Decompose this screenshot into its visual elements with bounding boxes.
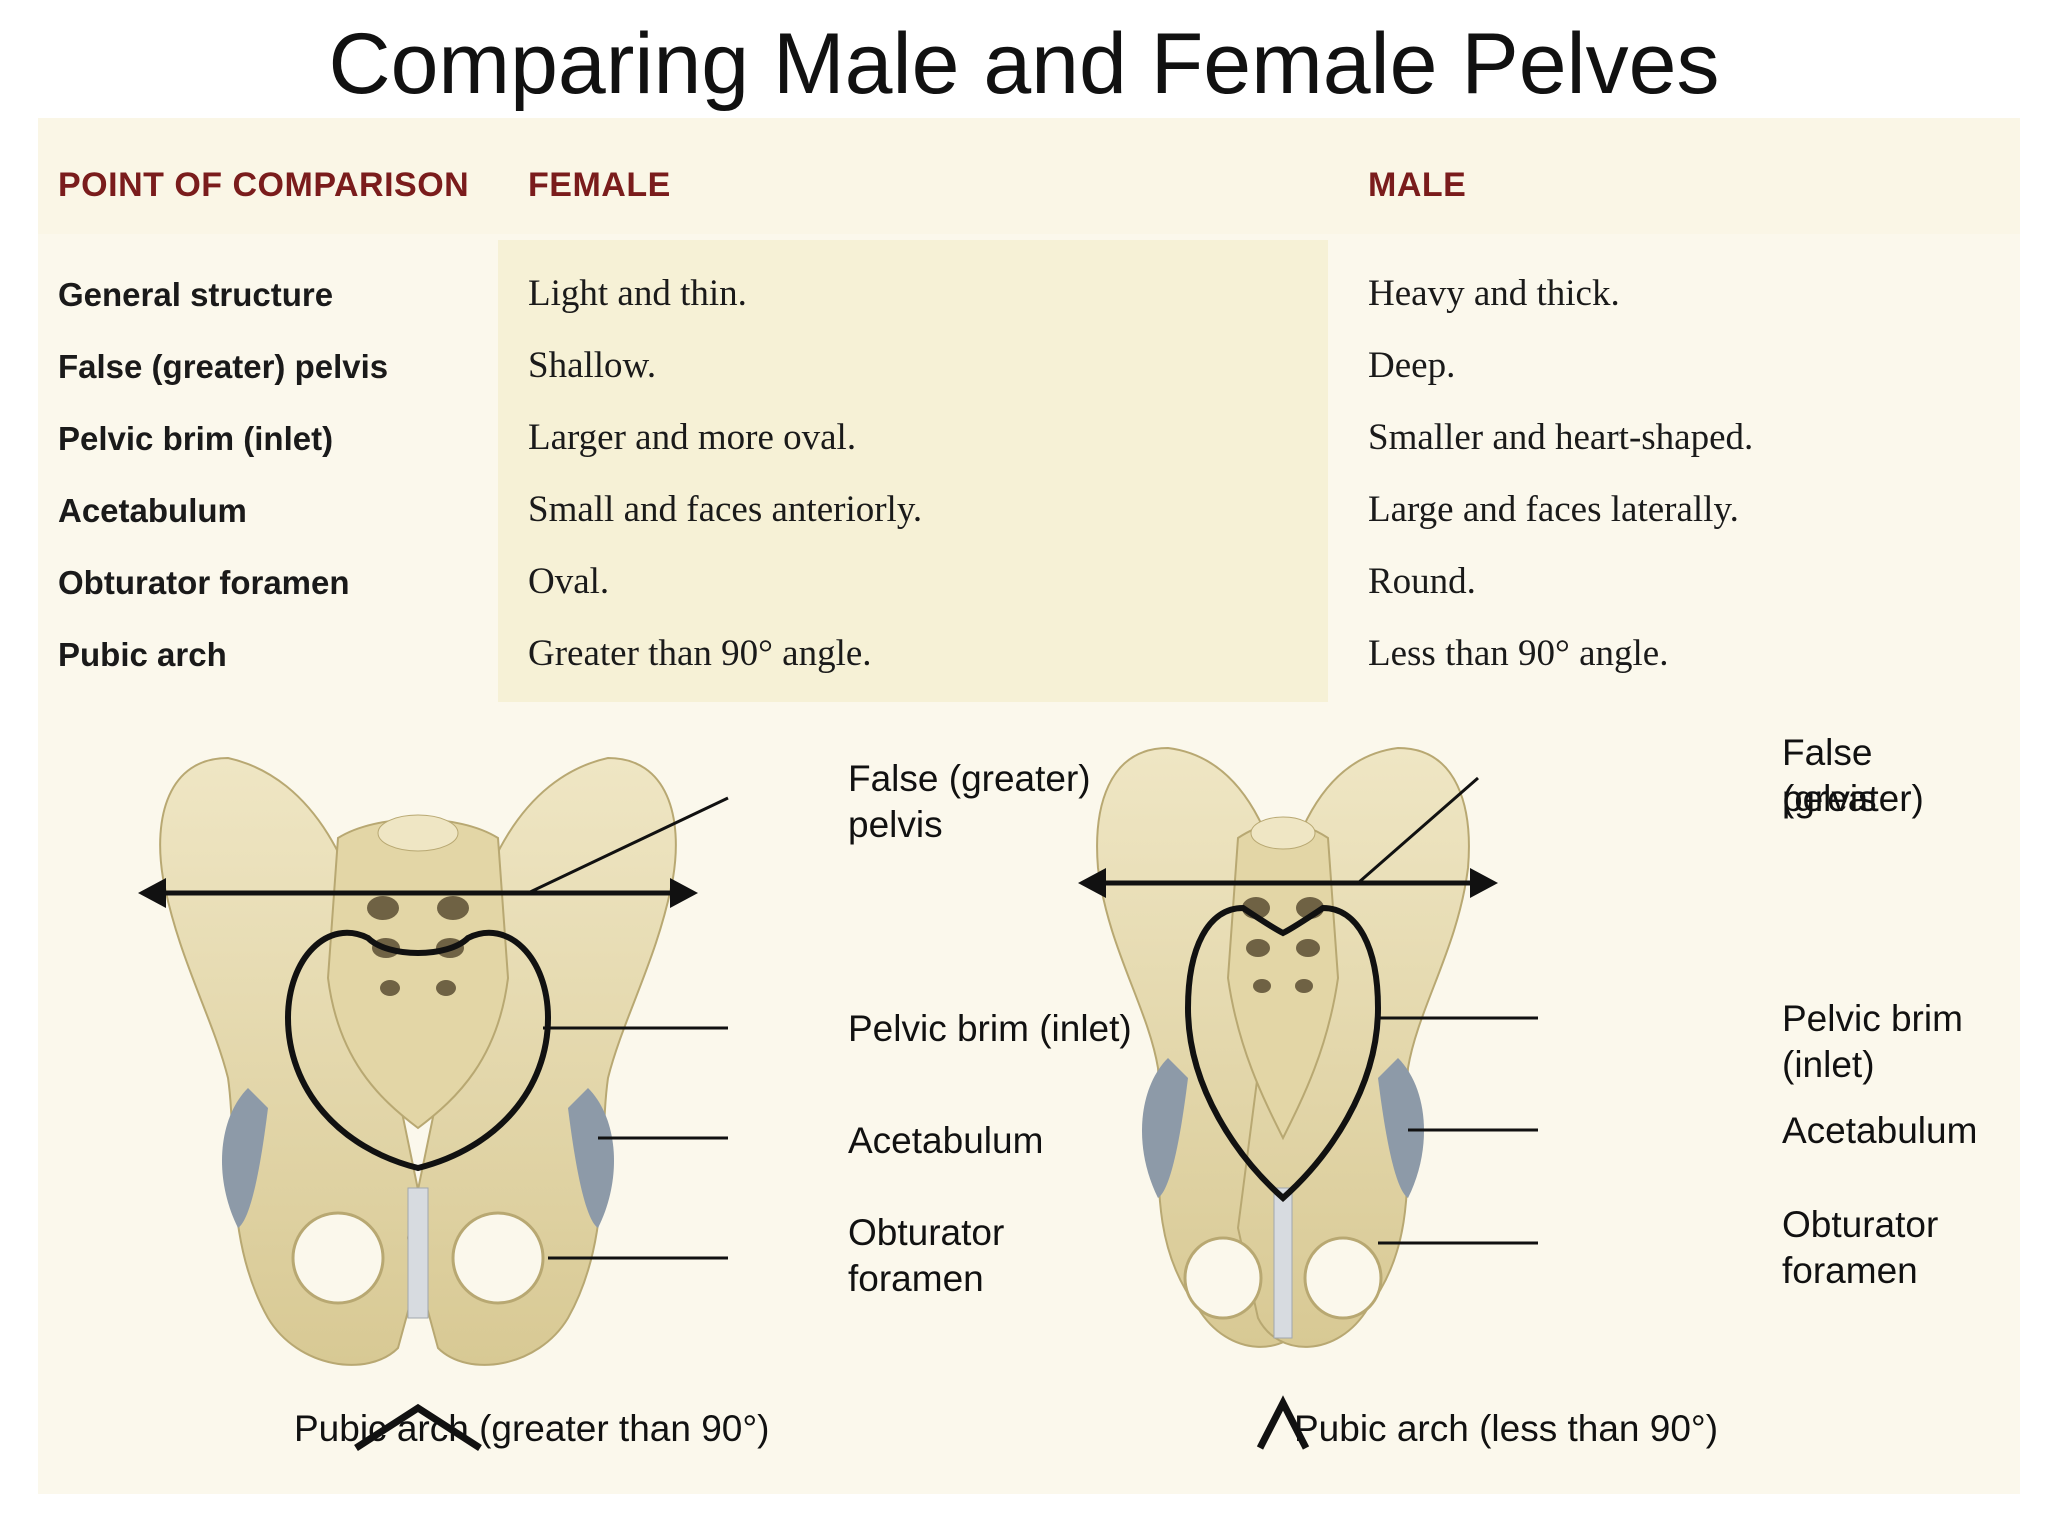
page-title: Comparing Male and Female Pelves xyxy=(328,16,1720,112)
male-pelvic-brim: Smaller and heart-shaped. xyxy=(1368,417,1754,458)
header-male: MALE xyxy=(1368,166,1467,204)
female-false-pelvis: Shallow. xyxy=(528,345,657,386)
male-right-obturator-foramen xyxy=(1303,1236,1383,1320)
male-pelvic-brim-outline xyxy=(1184,904,1382,1203)
male-label-obturator-line2: foramen xyxy=(1782,1250,1918,1291)
female-pubic-symphysis xyxy=(407,1187,429,1319)
row-label-obturator-foramen: Obturator foramen xyxy=(58,564,350,601)
male-pubic-arch-caption: Pubic arch (less than 90°) xyxy=(1294,1408,1719,1449)
female-right-acetabulum xyxy=(568,1088,615,1228)
female-general-structure: Light and thin. xyxy=(528,273,747,314)
female-pelvic-brim: Larger and more oval. xyxy=(528,417,857,458)
female-pubic-arch-caption: Pubic arch (greater than 90°) xyxy=(294,1408,770,1449)
male-acetabulum: Large and faces laterally. xyxy=(1368,489,1739,530)
row-label-false-pelvis: False (greater) pelvis xyxy=(58,348,389,385)
male-false-pelvis: Deep. xyxy=(1368,345,1456,386)
row-label-acetabulum: Acetabulum xyxy=(58,492,247,529)
male-left-obturator-foramen xyxy=(1183,1236,1263,1320)
comparison-panel: POINT OF COMPARISON FEMALE MALE General … xyxy=(38,118,2020,1494)
male-right-acetabulum xyxy=(1378,1058,1425,1198)
male-pubic-arch-lines xyxy=(1256,1395,1310,1450)
female-label-obturator-line1: Obturator xyxy=(848,1212,1005,1253)
male-obturator-foramen: Round. xyxy=(1368,561,1476,602)
female-acetabulum: Small and faces anteriorly. xyxy=(528,489,923,530)
female-label-acetabulum: Acetabulum xyxy=(848,1120,1044,1161)
table-header-band xyxy=(38,118,2020,234)
male-pubic-arch: Less than 90° angle. xyxy=(1368,633,1669,674)
male-label-pelvic-brim: Pelvic brim (inlet) xyxy=(1782,998,1963,1085)
male-label-false-pelvis-line1: False (greater) xyxy=(1782,732,1924,819)
female-pubic-arch: Greater than 90° angle. xyxy=(528,633,872,674)
female-left-acetabulum xyxy=(221,1088,268,1228)
female-right-obturator-foramen xyxy=(451,1211,545,1305)
male-label-false-pelvis-line2: pelvis xyxy=(1782,778,1877,819)
female-label-pelvic-brim: Pelvic brim (inlet) xyxy=(848,1008,1132,1049)
male-label-obturator-line1: Obturator xyxy=(1782,1204,1939,1245)
female-pubic-arch-lines xyxy=(354,1403,482,1451)
male-left-acetabulum xyxy=(1141,1058,1188,1198)
male-label-acetabulum: Acetabulum xyxy=(1782,1110,1978,1151)
female-label-obturator-line2: foramen xyxy=(848,1258,984,1299)
female-pelvis-illustration xyxy=(138,756,729,1451)
header-point-of-comparison: POINT OF COMPARISON xyxy=(58,166,470,204)
male-general-structure: Heavy and thick. xyxy=(1368,273,1620,314)
row-label-pelvic-brim: Pelvic brim (inlet) xyxy=(58,420,334,457)
female-left-obturator-foramen xyxy=(291,1211,385,1305)
female-label-false-pelvis-line1: False (greater) xyxy=(848,758,1091,799)
row-label-pubic-arch: Pubic arch xyxy=(58,636,227,673)
female-label-false-pelvis-line2: pelvis xyxy=(848,804,943,845)
female-obturator-foramen: Oval. xyxy=(528,561,610,602)
female-column-highlight xyxy=(498,240,1328,702)
female-pelvic-brim-outline xyxy=(284,929,552,1172)
male-pelvis-illustration xyxy=(1078,746,1538,1450)
header-female: FEMALE xyxy=(528,166,671,204)
male-pubic-symphysis xyxy=(1273,1187,1293,1339)
row-label-general-structure: General structure xyxy=(58,276,334,313)
